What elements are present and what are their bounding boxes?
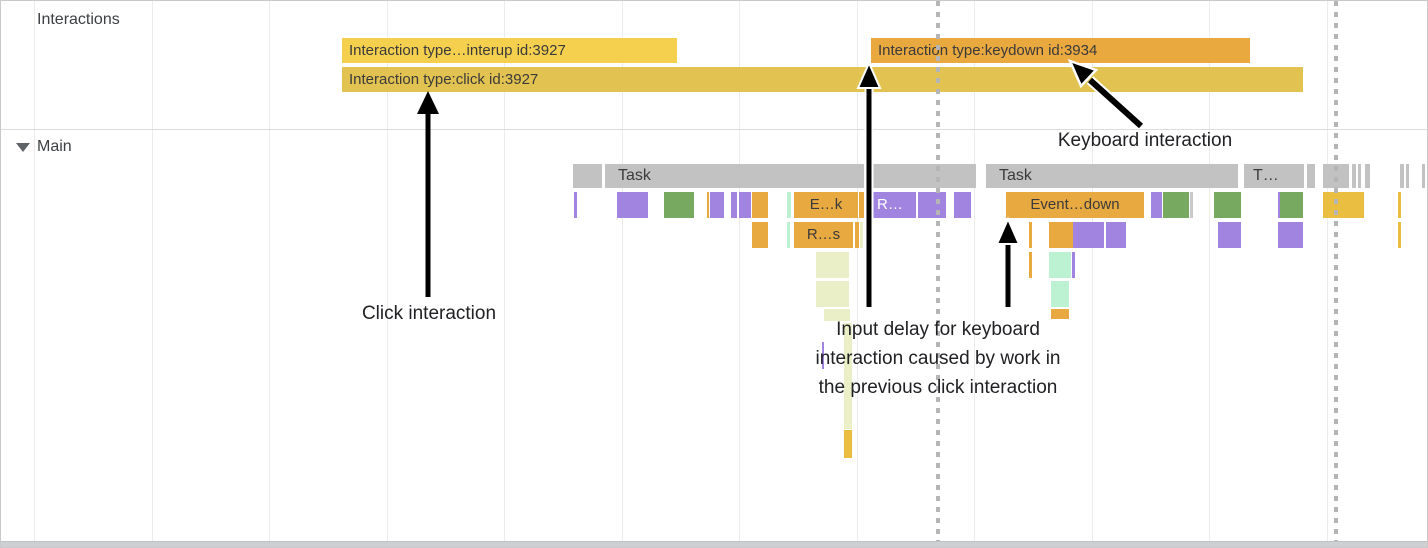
gridline <box>974 1 975 541</box>
keyboard-interaction-annotation: Keyboard interaction <box>1057 130 1233 151</box>
flame-segment[interactable] <box>859 192 864 218</box>
flame-segment[interactable] <box>707 192 709 218</box>
flame-segment[interactable] <box>855 222 859 248</box>
event-keydown-bar[interactable]: Event…down <box>1006 192 1144 218</box>
flame-segment[interactable] <box>1398 222 1401 248</box>
flame-segment[interactable] <box>787 222 790 248</box>
flame-segment[interactable] <box>1029 252 1032 278</box>
input-delay-line1: Input delay for keyboard <box>836 319 1040 340</box>
flame-segment[interactable] <box>1163 192 1189 218</box>
flame-segment[interactable] <box>739 192 751 218</box>
flame-segment[interactable] <box>1406 164 1409 188</box>
flame-segment[interactable] <box>1218 222 1241 248</box>
flame-segment[interactable] <box>1422 164 1425 188</box>
flame-segment[interactable] <box>1278 222 1303 248</box>
flame-segment[interactable] <box>1073 222 1104 248</box>
input-delay-line2: interaction caused by work in <box>815 348 1061 369</box>
input-delay-line3: the previous click interaction <box>818 377 1058 398</box>
flame-segment[interactable] <box>1214 192 1241 218</box>
event-click-bar[interactable]: E…k <box>794 192 858 218</box>
flame-segment[interactable] <box>617 192 648 218</box>
scrollbar-divider <box>1 541 1427 542</box>
flame-segment[interactable] <box>787 192 791 218</box>
flame-segment[interactable] <box>574 192 577 218</box>
track-divider <box>1 129 1427 130</box>
interaction-bar-keydown-3934[interactable]: Interaction type:keydown id:3934 <box>871 38 1250 63</box>
gridline <box>504 1 505 541</box>
flame-segment[interactable] <box>844 430 852 458</box>
horizontal-scrollbar-track[interactable] <box>1 542 1427 547</box>
flame-segment[interactable] <box>1278 192 1280 218</box>
guide-dotted-line <box>1334 1 1338 541</box>
collapse-triangle-icon[interactable] <box>16 143 30 152</box>
flame-segment[interactable] <box>860 222 863 248</box>
gridline <box>1327 1 1328 541</box>
main-track-label[interactable]: Main <box>37 138 72 155</box>
gridline <box>622 1 623 541</box>
flame-segment[interactable] <box>1190 192 1193 218</box>
gridline <box>1209 1 1210 541</box>
flame-segment[interactable] <box>1106 222 1126 248</box>
flame-segment[interactable] <box>1398 192 1401 218</box>
flame-segment[interactable] <box>1280 192 1303 218</box>
flame-segment[interactable] <box>816 252 849 278</box>
flame-segment[interactable] <box>1051 309 1069 319</box>
interactions-track-label: Interactions <box>37 11 120 28</box>
flame-segment[interactable] <box>752 222 768 248</box>
flame-segment[interactable] <box>844 323 852 429</box>
flame-segment[interactable] <box>824 309 850 321</box>
task-bar[interactable]: Task <box>986 164 1238 188</box>
gridline <box>387 1 388 541</box>
flame-segment[interactable] <box>1352 164 1356 188</box>
flame-segment[interactable] <box>664 192 694 218</box>
flame-segment[interactable] <box>1029 222 1032 248</box>
flame-segment[interactable] <box>872 164 976 188</box>
input-delay-annotation: Input delay for keyboard interaction cau… <box>758 315 1118 402</box>
flame-segment[interactable] <box>710 192 724 218</box>
gridline <box>152 1 153 541</box>
flame-segment[interactable] <box>1049 222 1073 248</box>
recalc-style-bar[interactable]: R… <box>872 192 916 218</box>
flame-segment[interactable] <box>731 192 737 218</box>
guide-dotted-line <box>936 1 940 541</box>
input-delay-arrow-right-icon <box>995 216 1021 307</box>
run-script-bar[interactable]: R…s <box>794 222 853 248</box>
flame-segment[interactable] <box>1072 252 1075 278</box>
interaction-bar-click-3927[interactable]: Interaction type:click id:3927 <box>342 67 1303 92</box>
flame-segment[interactable] <box>1049 252 1071 278</box>
flame-segment[interactable] <box>1358 164 1361 188</box>
flame-segment[interactable] <box>816 281 849 307</box>
flame-segment[interactable] <box>1051 281 1069 307</box>
flame-segment[interactable] <box>918 192 946 218</box>
click-interaction-annotation: Click interaction <box>361 303 497 324</box>
task-bar[interactable]: T… <box>1244 164 1304 188</box>
flame-segment[interactable] <box>1151 192 1162 218</box>
interaction-bar-interup-3927[interactable]: Interaction type…interup id:3927 <box>342 38 677 63</box>
flame-segment[interactable] <box>1307 164 1315 188</box>
task-bar[interactable]: Task <box>605 164 864 188</box>
gridline <box>1092 1 1093 541</box>
gridline <box>857 1 858 541</box>
flame-segment[interactable] <box>1365 164 1370 188</box>
flame-segment[interactable] <box>822 342 824 369</box>
flame-segment[interactable] <box>752 192 768 218</box>
click-arrow-icon <box>417 91 439 297</box>
gridline <box>739 1 740 541</box>
gridline <box>269 1 270 541</box>
flame-segment[interactable] <box>1400 164 1404 188</box>
flame-segment[interactable] <box>573 164 602 188</box>
gridline <box>34 1 35 541</box>
flame-segment[interactable] <box>954 192 971 218</box>
flame-segment[interactable] <box>1323 192 1364 218</box>
